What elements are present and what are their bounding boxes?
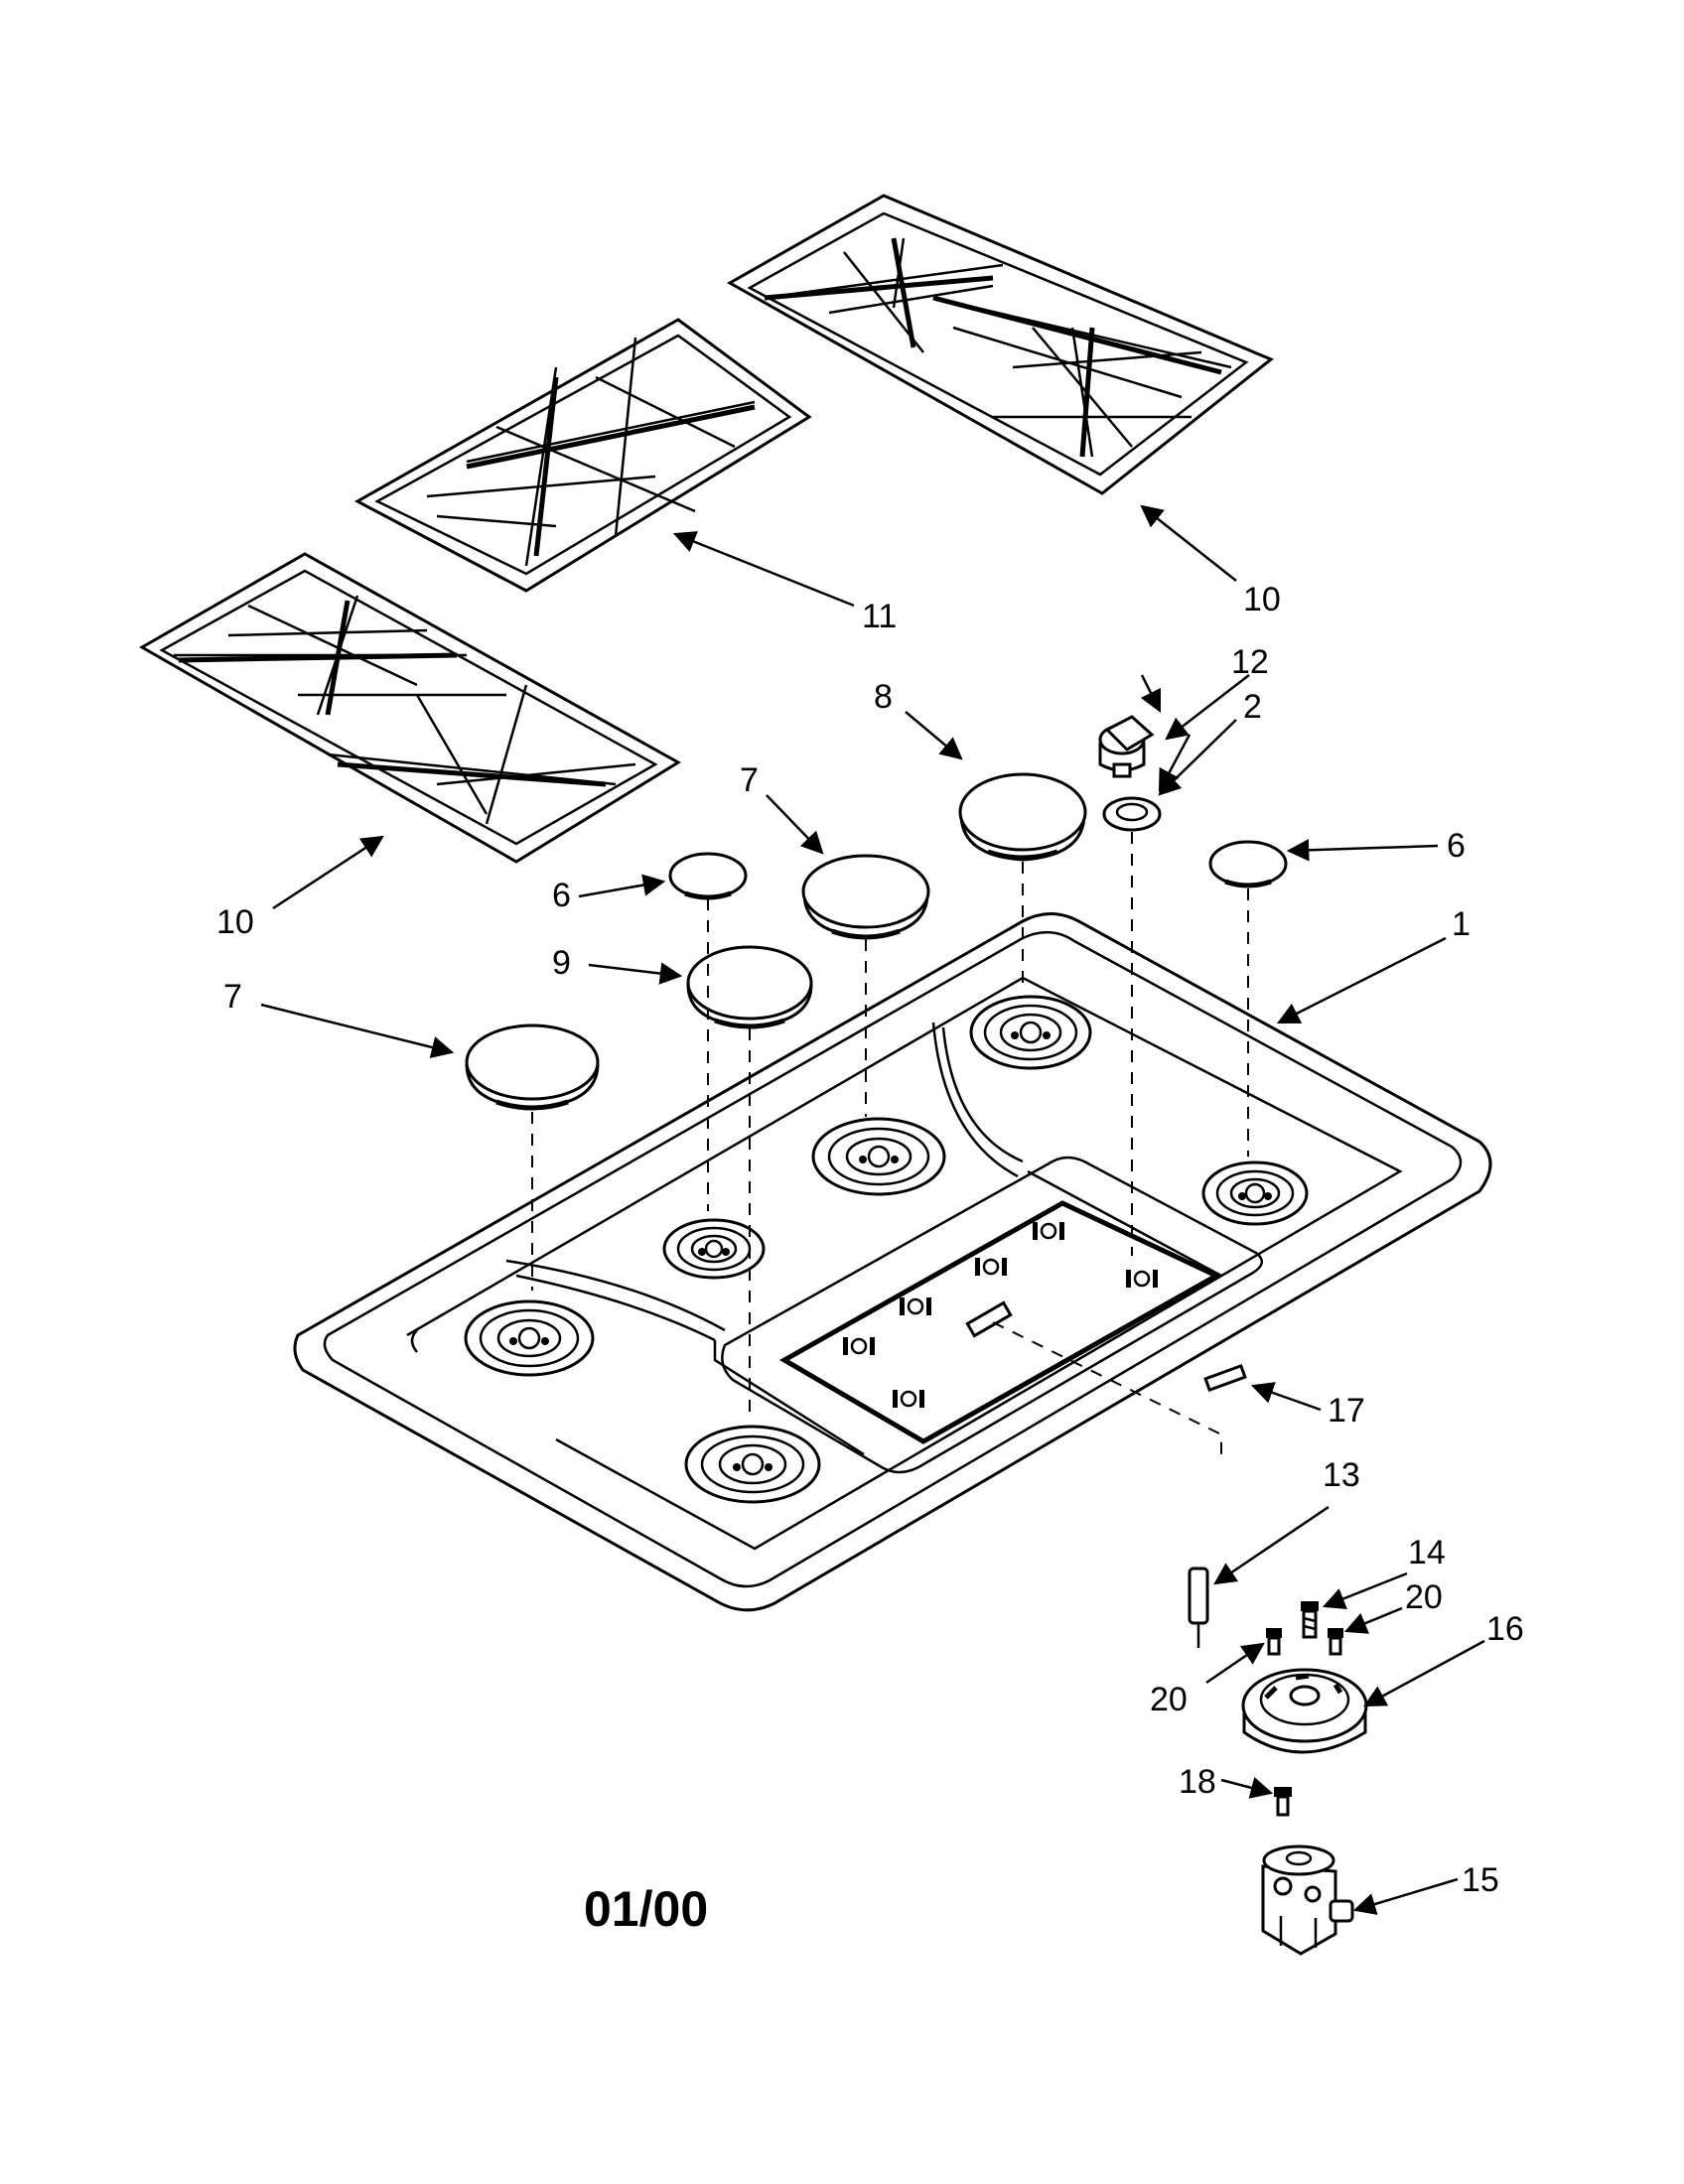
callout-10-right: 10 bbox=[1243, 581, 1281, 618]
callout-20-right: 20 bbox=[1405, 1578, 1443, 1616]
knob-12 bbox=[1098, 715, 1155, 778]
bezel-2 bbox=[1102, 796, 1162, 832]
screw-20-right bbox=[1328, 1628, 1343, 1656]
cap-8 bbox=[958, 772, 1087, 862]
cap-7-left bbox=[465, 1024, 600, 1111]
cooktop-panel bbox=[293, 911, 1492, 1612]
callout-6-right: 6 bbox=[1447, 827, 1466, 865]
callout-17: 17 bbox=[1328, 1392, 1365, 1430]
callout-7-center: 7 bbox=[740, 761, 759, 799]
burner-base-16 bbox=[1241, 1668, 1368, 1754]
callout-20-left: 20 bbox=[1150, 1681, 1188, 1718]
cap-6-right bbox=[1208, 840, 1288, 888]
callout-2: 2 bbox=[1243, 688, 1262, 726]
screw-18 bbox=[1274, 1787, 1292, 1817]
callout-6-left: 6 bbox=[552, 877, 571, 914]
callout-10-left: 10 bbox=[216, 903, 254, 941]
callout-8: 8 bbox=[874, 678, 893, 716]
callout-15: 15 bbox=[1462, 1861, 1499, 1899]
grate-center bbox=[353, 318, 812, 593]
callout-7-left: 7 bbox=[223, 978, 242, 1016]
callout-13: 13 bbox=[1323, 1456, 1360, 1494]
electrode-13 bbox=[1188, 1567, 1209, 1648]
date-code: 01/00 bbox=[584, 1881, 708, 1937]
screw-20-left bbox=[1266, 1628, 1282, 1656]
cap-7-center bbox=[801, 854, 930, 940]
assembly-lines bbox=[531, 832, 1249, 1459]
knob-markers bbox=[843, 1222, 1158, 1408]
callout-11: 11 bbox=[862, 598, 897, 635]
grate-right bbox=[726, 194, 1274, 495]
valve-15 bbox=[1261, 1844, 1354, 1956]
trim-17 bbox=[1203, 1363, 1247, 1393]
callout-1: 1 bbox=[1452, 905, 1471, 943]
callout-12: 12 bbox=[1231, 643, 1269, 681]
grate-left bbox=[138, 552, 681, 864]
cap-9 bbox=[686, 945, 813, 1029]
screw-14 bbox=[1301, 1601, 1319, 1639]
leader-lines bbox=[260, 504, 1485, 1915]
callout-9: 9 bbox=[552, 944, 571, 982]
cap-6-left bbox=[668, 852, 748, 900]
burner-heads bbox=[464, 995, 1309, 1504]
callout-18: 18 bbox=[1179, 1763, 1216, 1801]
control-panel bbox=[721, 1156, 1263, 1474]
callout-14: 14 bbox=[1408, 1534, 1446, 1571]
callout-16: 16 bbox=[1486, 1610, 1524, 1648]
callout-labels: 10 11 10 12 2 8 7 6 6 1 9 7 17 13 14 20 … bbox=[216, 581, 1524, 1899]
